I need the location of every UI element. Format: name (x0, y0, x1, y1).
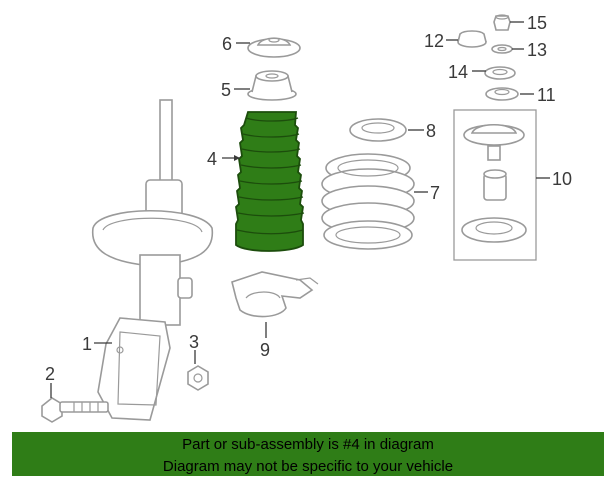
banner-line-2: Diagram may not be specific to your vehi… (162, 458, 454, 475)
lower-isolator: 9 (231, 271, 319, 360)
upper-mount-kit: 10 (453, 109, 572, 261)
mount-cap: 6 (222, 34, 301, 58)
callout-12: 12 (424, 31, 444, 51)
ring: 14 (448, 62, 516, 82)
callout-8: 8 (426, 121, 436, 141)
nut-cap: 15 (493, 13, 547, 33)
callout-2: 2 (45, 364, 55, 384)
callout-13: 13 (527, 40, 547, 60)
nut: 3 (187, 332, 209, 391)
callout-7: 7 (430, 183, 440, 203)
callout-15: 15 (527, 13, 547, 33)
upper-spring-seat: 8 (349, 118, 436, 142)
cap: 12 (424, 30, 487, 51)
callout-11: 11 (537, 85, 556, 105)
callout-6: 6 (222, 34, 232, 54)
bearing: 11 (485, 85, 556, 105)
callout-14: 14 (448, 62, 468, 82)
dust-boot-highlighted: 4 (207, 111, 305, 252)
callout-1: 1 (82, 334, 92, 354)
callout-5: 5 (221, 80, 231, 100)
info-banner: Part or sub-assembly is #4 in diagram Di… (12, 432, 604, 476)
callout-4: 4 (207, 149, 217, 169)
callout-3: 3 (189, 332, 199, 352)
coil-spring: 7 (321, 153, 440, 250)
strut-assembly: 1 (82, 99, 214, 421)
callout-9: 9 (260, 340, 270, 360)
bolt: 2 (41, 364, 109, 423)
exploded-parts-diagram: 1 2 3 4 5 (41, 13, 572, 423)
callout-10: 10 (552, 169, 572, 189)
banner-line-1: Part or sub-assembly is #4 in diagram (182, 436, 434, 453)
bump-stop: 5 (221, 70, 297, 101)
washer: 13 (491, 40, 547, 60)
